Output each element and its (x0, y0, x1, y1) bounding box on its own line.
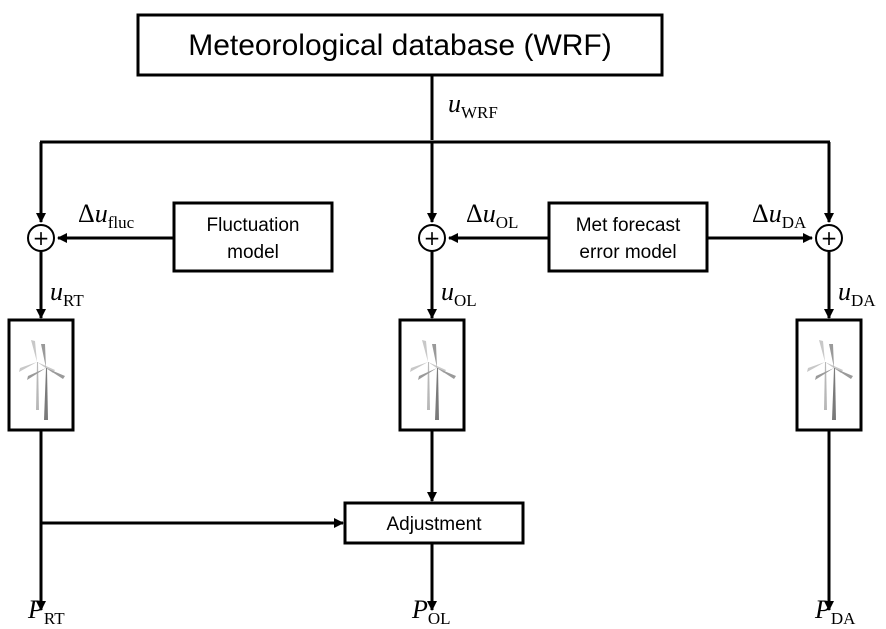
meteorological-database-box (136, 13, 664, 77)
ol-sum-symbol: + (424, 226, 441, 250)
u-rt-label: uRT (50, 277, 84, 310)
adjustment-label: Adjustment (386, 514, 482, 535)
p-da-label: PDA (814, 595, 856, 628)
du-fluc-label: Δufluc (78, 199, 135, 232)
u-wrf-label: uWRF (448, 89, 498, 122)
met-error-model-line1: Met forecast (576, 215, 681, 236)
u-da-label: uDA (838, 277, 876, 310)
da-turbine-box (795, 318, 863, 432)
da-sum-symbol: + (821, 226, 838, 250)
p-ol-label: POL (411, 595, 451, 628)
du-ol-label: ΔuOL (466, 199, 518, 232)
met-error-model-line2: error model (579, 242, 676, 263)
p-rt-label: PRT (27, 595, 65, 628)
du-da-label: ΔuDA (752, 199, 807, 232)
adjustment-box (343, 501, 525, 545)
fluctuation-model-line2: model (227, 242, 279, 263)
rt-sum-symbol: + (33, 226, 50, 250)
met-forecast-error-model-box (547, 201, 709, 273)
ol-turbine-box (398, 318, 466, 432)
rt-turbine-box (7, 318, 75, 432)
meteorological-database-label: Meteorological database (WRF) (188, 29, 612, 62)
u-ol-label: uOL (441, 277, 477, 310)
fluctuation-model-line1: Fluctuation (207, 215, 300, 236)
